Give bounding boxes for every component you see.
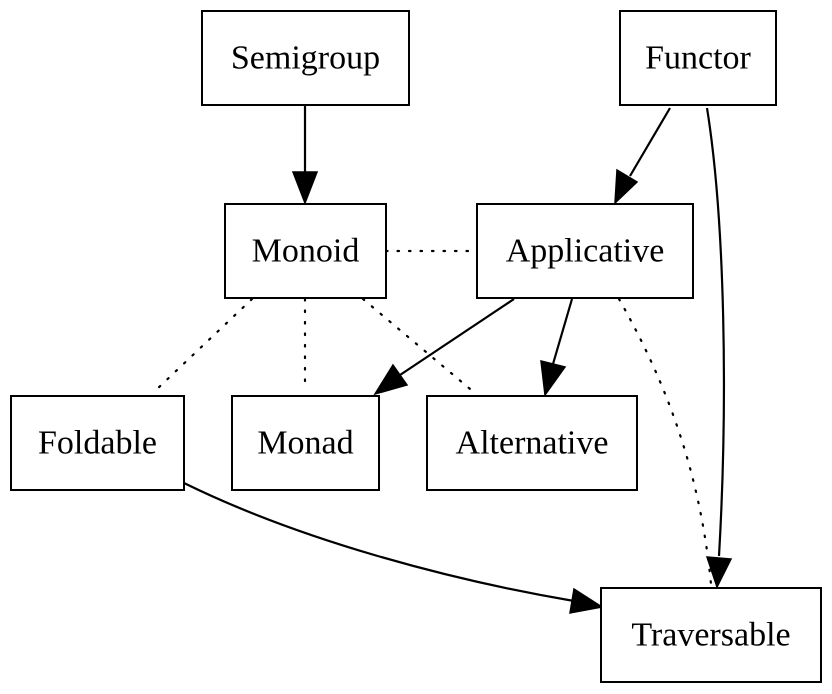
arrowhead bbox=[705, 556, 733, 589]
node-monoid: Monoid bbox=[224, 203, 387, 299]
node-label: Functor bbox=[645, 40, 751, 77]
node-alternative: Alternative bbox=[426, 395, 638, 491]
node-label: Semigroup bbox=[231, 40, 380, 77]
arrowhead bbox=[614, 168, 639, 205]
node-label: Monad bbox=[257, 425, 353, 462]
node-applicative: Applicative bbox=[476, 203, 694, 299]
edge-applicative-traversable bbox=[617, 297, 713, 586]
node-label: Monoid bbox=[252, 233, 360, 270]
arrowhead bbox=[569, 587, 604, 614]
nodes: Semigroup Functor Monoid Applicative Fol… bbox=[10, 10, 822, 683]
edge-monoid-foldable bbox=[154, 297, 254, 392]
edge-functor-to-traversable bbox=[705, 107, 733, 589]
node-label: Traversable bbox=[631, 617, 790, 654]
node-semigroup: Semigroup bbox=[201, 10, 410, 106]
edge-monoid-alternative bbox=[361, 297, 478, 396]
arrowhead bbox=[540, 360, 567, 398]
edges bbox=[154, 106, 733, 614]
edge-functor-to-applicative bbox=[614, 107, 671, 205]
edge-foldable-to-traversable bbox=[183, 482, 604, 614]
arrowhead bbox=[291, 171, 319, 206]
node-label: Applicative bbox=[506, 233, 665, 270]
node-traversable: Traversable bbox=[600, 587, 822, 683]
edge-applicative-to-monad bbox=[373, 298, 515, 396]
edge-semigroup-to-monoid bbox=[291, 106, 319, 206]
node-monad: Monad bbox=[231, 395, 380, 491]
node-foldable: Foldable bbox=[10, 395, 185, 491]
edge-applicative-to-alternative bbox=[540, 298, 574, 398]
node-label: Alternative bbox=[456, 425, 609, 462]
node-label: Foldable bbox=[38, 425, 157, 462]
node-functor: Functor bbox=[619, 10, 777, 106]
arrowhead bbox=[373, 363, 409, 396]
